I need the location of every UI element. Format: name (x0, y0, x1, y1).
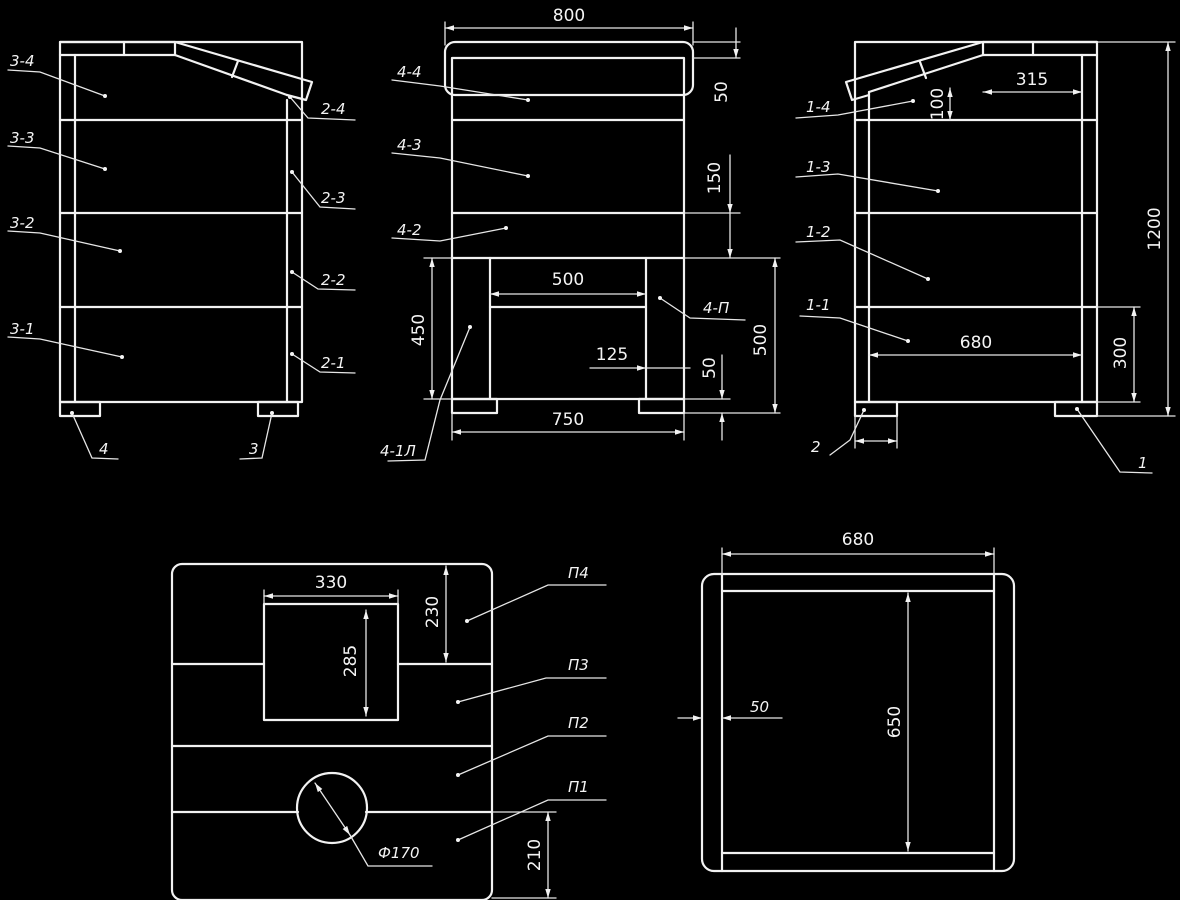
label-1-2: 1-2 (806, 223, 831, 241)
dim-100: 100 (928, 88, 948, 120)
dim-285: 285 (341, 645, 361, 677)
label-2-2: 2-2 (321, 271, 346, 289)
dim-50-roof: 50 (712, 81, 732, 103)
dim-500-width: 500 (552, 270, 584, 290)
dim-750: 750 (552, 410, 584, 430)
label-3-1: 3-1 (10, 320, 35, 338)
dim-315: 315 (1016, 70, 1048, 90)
label-p3: П3 (568, 656, 589, 674)
frame-outline (700, 572, 1016, 873)
label-1-4: 1-4 (806, 98, 831, 116)
front-panel-view: 330 285 230 210 Ф170 П4 П3 П2 П1 (170, 562, 607, 900)
label-p1: П1 (568, 778, 589, 796)
front-roof (443, 40, 695, 97)
dim-210: 210 (525, 839, 545, 871)
label-3-3: 3-3 (10, 129, 35, 147)
label-1-3: 1-3 (806, 158, 831, 176)
right-side-view: 315 100 1200 680 300 1-4 1-3 1-2 1-1 2 1 (795, 40, 1176, 474)
label-4-3: 4-3 (397, 136, 422, 154)
label-4-1l: 4-1Л (380, 442, 416, 460)
label-leg-3: 3 (249, 440, 259, 458)
dim-800: 800 (553, 6, 585, 26)
front-view: 800 50 150 450 500 500 125 50 (380, 6, 781, 462)
right-leg (853, 400, 899, 418)
dim-125: 125 (596, 345, 628, 365)
label-2-4: 2-4 (321, 100, 346, 118)
dim-frame-680: 680 (842, 530, 874, 550)
label-4-p: 4-П (703, 299, 729, 317)
label-leg-2: 2 (811, 438, 821, 456)
left-body-outline (58, 40, 304, 404)
label-3-4: 3-4 (10, 52, 35, 70)
label-1-1: 1-1 (806, 296, 831, 314)
right-roof-inner (867, 53, 985, 94)
dim-50-sill: 50 (700, 357, 720, 379)
dim-300: 300 (1111, 337, 1131, 369)
right-body-outline (853, 40, 1099, 404)
right-roof (844, 40, 1099, 102)
frame-top-view: 680 50 650 (677, 530, 1016, 873)
label-p2: П2 (568, 714, 589, 732)
label-leg-1: 1 (1138, 454, 1148, 472)
dim-450: 450 (409, 314, 429, 346)
front-leg (637, 397, 686, 415)
label-2-1: 2-1 (321, 354, 346, 372)
front-body-outline (450, 56, 686, 401)
dim-diameter-170: Ф170 (378, 844, 420, 862)
right-leg (1053, 400, 1099, 418)
left-leg (256, 400, 300, 418)
left-roof (58, 40, 314, 102)
left-side-view: 3-4 3-3 3-2 3-1 2-4 2-3 2-2 2-1 4 3 (7, 40, 356, 460)
label-3-2: 3-2 (10, 214, 35, 232)
label-4-4: 4-4 (397, 63, 422, 81)
right-roof-joint (918, 60, 928, 80)
panel-window (262, 602, 400, 722)
dim-frame-50: 50 (750, 698, 769, 716)
panel-round-hole (295, 771, 369, 845)
label-leg-4: 4 (99, 440, 109, 458)
label-2-3: 2-3 (321, 189, 346, 207)
left-roof-joint (230, 59, 240, 79)
left-roof-inner (173, 53, 289, 97)
dim-500-height: 500 (751, 324, 771, 356)
panel-outline (170, 562, 494, 900)
label-4-2: 4-2 (397, 221, 422, 239)
front-leg (450, 397, 499, 415)
dim-230: 230 (423, 596, 443, 628)
left-leg (58, 400, 102, 418)
label-p4: П4 (568, 564, 589, 582)
dim-frame-650: 650 (885, 706, 905, 738)
dim-1200: 1200 (1145, 207, 1165, 250)
dim-680: 680 (960, 333, 992, 353)
dim-150: 150 (705, 162, 725, 194)
dim-330: 330 (315, 573, 347, 593)
